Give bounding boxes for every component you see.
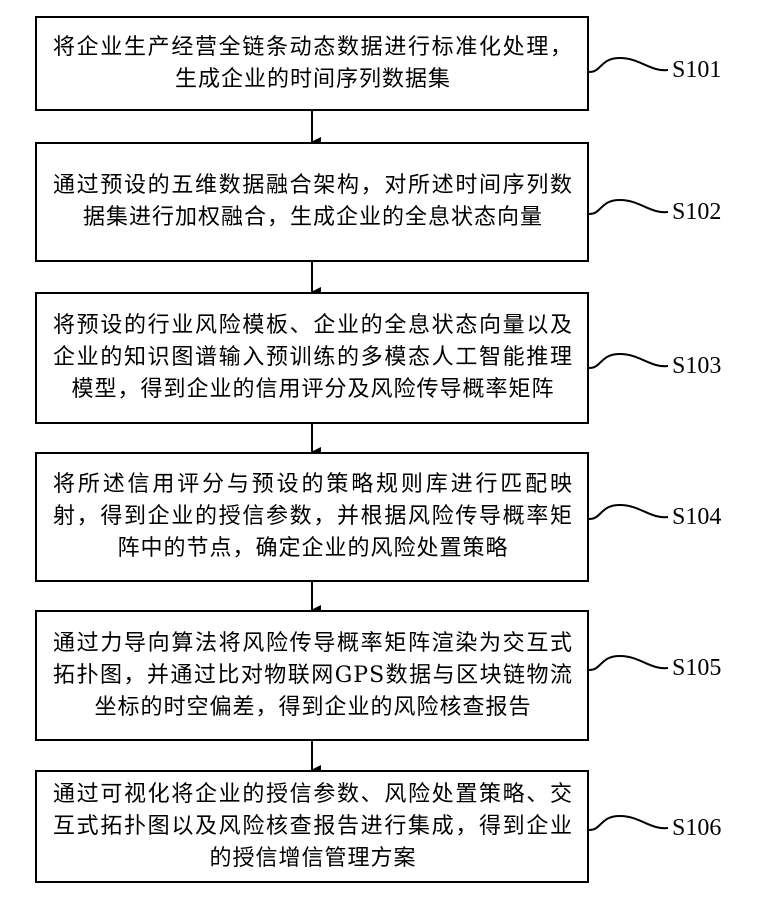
step-text-s101: 将企业生产经营全链条动态数据进行标准化处理，生成企业的时间序列数据集	[53, 32, 573, 96]
leader-line-s103	[589, 354, 668, 368]
leader-line-s101	[589, 58, 668, 72]
step-label-s103: S103	[672, 352, 721, 380]
leader-line-s104	[589, 505, 668, 519]
step-label-s104: S104	[672, 503, 721, 531]
step-text-s104: 将所述信用评分与预设的策略规则库进行匹配映射，得到企业的授信参数，并根据风险传导…	[53, 469, 573, 565]
step-box-s106: 通过可视化将企业的授信参数、风险处置策略、交互式拓扑图以及风险核查报告进行集成，…	[35, 770, 589, 883]
leader-line-s102	[589, 200, 668, 214]
step-box-s102: 通过预设的五维数据融合架构，对所述时间序列数据集进行加权融合，生成企业的全息状态…	[35, 142, 589, 262]
step-text-s102: 通过预设的五维数据融合架构，对所述时间序列数据集进行加权融合，生成企业的全息状态…	[53, 170, 573, 234]
step-text-s103: 将预设的行业风险模板、企业的全息状态向量以及企业的知识图谱输入预训练的多模态人工…	[53, 310, 573, 406]
step-label-s106: S106	[672, 814, 721, 842]
step-box-s103: 将预设的行业风险模板、企业的全息状态向量以及企业的知识图谱输入预训练的多模态人工…	[35, 292, 589, 424]
step-text-s105: 通过力导向算法将风险传导概率矩阵渲染为交互式拓扑图，并通过比对物联网GPS数据与…	[53, 628, 573, 724]
step-box-s101: 将企业生产经营全链条动态数据进行标准化处理，生成企业的时间序列数据集	[35, 16, 589, 111]
step-label-s101: S101	[672, 56, 721, 84]
step-label-s105: S105	[672, 654, 721, 682]
step-label-s102: S102	[672, 198, 721, 226]
step-text-s106: 通过可视化将企业的授信参数、风险处置策略、交互式拓扑图以及风险核查报告进行集成，…	[53, 779, 573, 875]
leader-line-s106	[589, 816, 668, 830]
step-box-s105: 通过力导向算法将风险传导概率矩阵渲染为交互式拓扑图，并通过比对物联网GPS数据与…	[35, 610, 589, 741]
step-box-s104: 将所述信用评分与预设的策略规则库进行匹配映射，得到企业的授信参数，并根据风险传导…	[35, 452, 589, 582]
leader-line-s105	[589, 656, 668, 670]
